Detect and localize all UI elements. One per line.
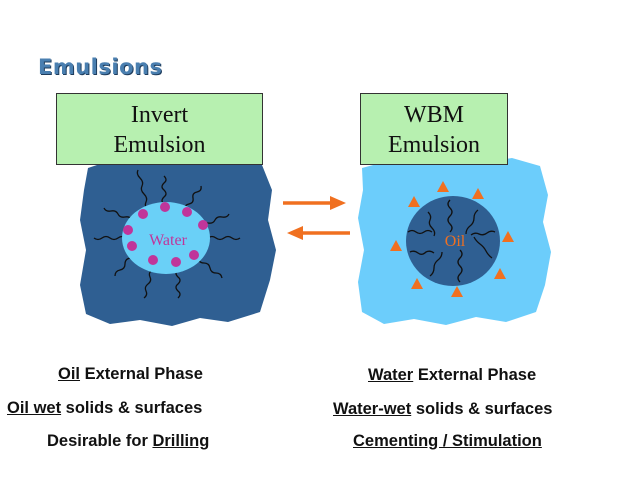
invert-emulsion-box: Invert Emulsion	[56, 93, 263, 165]
right-caption-external-phase: Water External Phase	[368, 366, 537, 384]
equilibrium-arrows	[283, 196, 350, 240]
left-caption-use: Desirable for Drilling	[47, 432, 210, 450]
left-caption-wet-solids: Oil wet solids & surfaces	[7, 399, 203, 417]
wbm-emulsion-line2: Emulsion	[387, 132, 480, 158]
right-surfactant-tails	[407, 199, 496, 283]
left-caption-external-phase: Oil External Phase	[58, 365, 203, 383]
page-title: Emulsions	[38, 55, 163, 79]
oil-droplet	[406, 196, 500, 286]
magenta-head-groups	[123, 202, 208, 267]
right-caption-wet-solids: Water-wet solids & surfaces	[333, 400, 553, 418]
orange-head-groups	[390, 181, 514, 297]
invert-emulsion-line1: Invert	[130, 102, 189, 128]
water-droplet-label: Water	[149, 232, 187, 249]
left-surfactant-tails	[93, 169, 241, 299]
wbm-emulsion-box: WBM Emulsion	[360, 93, 508, 165]
oil-droplet-label: Oil	[445, 233, 466, 250]
water-droplet	[122, 202, 210, 274]
invert-emulsion-line2: Emulsion	[113, 132, 206, 158]
right-caption-use: Cementing / Stimulation	[353, 432, 542, 450]
wbm-emulsion-line1: WBM	[404, 102, 464, 128]
